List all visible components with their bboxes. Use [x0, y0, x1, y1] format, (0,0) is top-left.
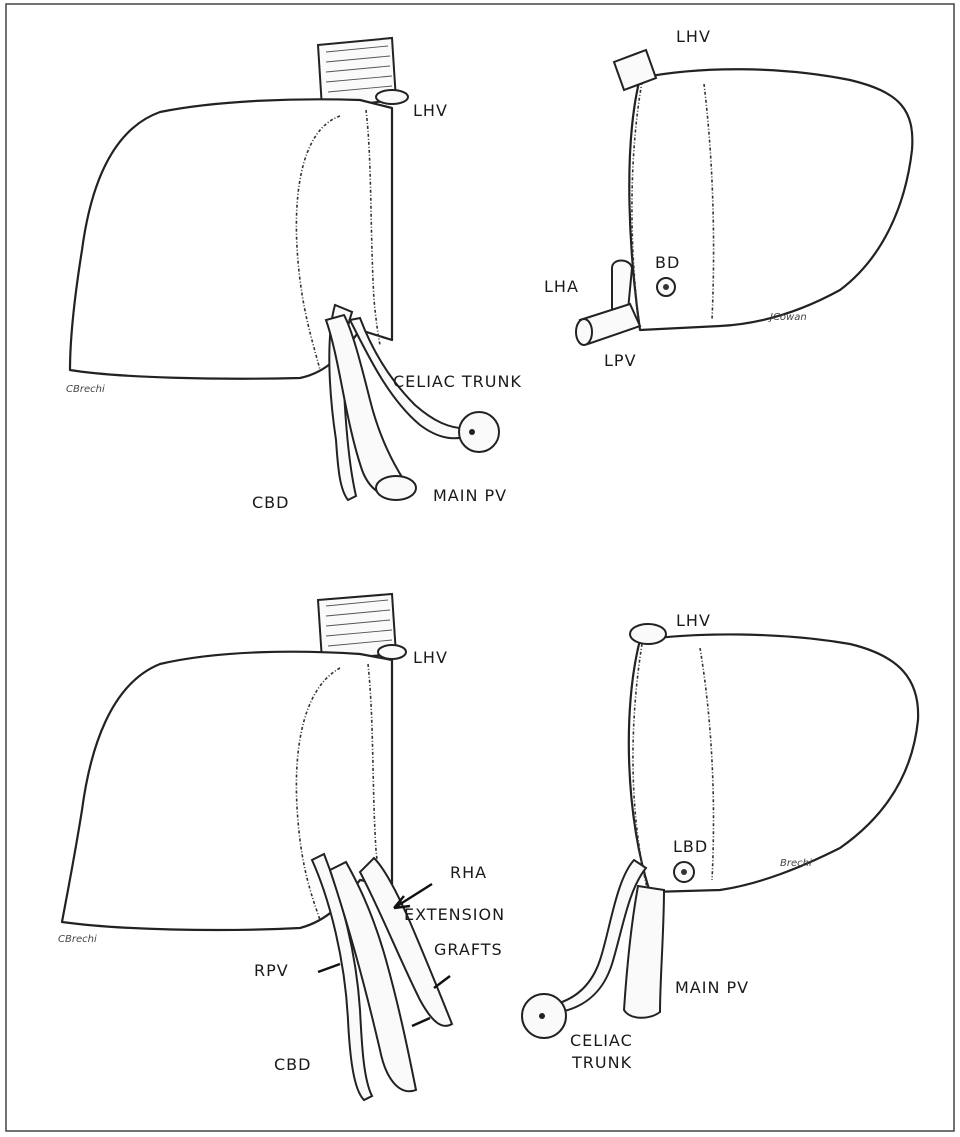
bl-label-cbd: CBD — [274, 1055, 311, 1074]
tr-label-lhv: LHV — [676, 27, 711, 46]
tl-label-cbd: CBD — [252, 493, 289, 512]
br-artist-signature: Brechi — [780, 858, 812, 869]
tr-label-lha: LHA — [544, 277, 579, 296]
bl-label-lhv: LHV — [413, 648, 448, 667]
tl-label-celiac-trunk: CELIAC TRUNK — [393, 372, 522, 391]
tr-label-bd: BD — [655, 253, 680, 272]
tr-bd-lumen — [663, 284, 669, 290]
tl-celiac-disc — [459, 412, 499, 452]
tr-label-lpv: LPV — [604, 351, 637, 370]
br-label-celiac: CELIAC — [570, 1031, 633, 1050]
tl-pv-lumen — [376, 476, 416, 500]
bl-label-extension: EXTENSION — [404, 905, 505, 924]
tr-lpv-lumen — [576, 319, 592, 345]
bl-label-rha: RHA — [450, 863, 487, 882]
tl-artist-signature: CBrechi — [66, 384, 105, 395]
br-lbd-lumen — [681, 869, 687, 875]
br-celiac-lumen — [539, 1013, 545, 1019]
tl-label-main-pv: MAIN PV — [433, 486, 507, 505]
tr-lha-vessel — [612, 261, 632, 311]
tl-label-lhv: LHV — [413, 101, 448, 120]
bl-label-rpv: RPV — [254, 961, 289, 980]
tl-lhv-clip — [376, 90, 408, 104]
br-label-lhv: LHV — [676, 611, 711, 630]
tl-celiac-lumen — [469, 429, 475, 435]
bl-label-grafts: GRAFTS — [434, 940, 503, 959]
br-label-lbd: LBD — [673, 837, 708, 856]
bl-artist-signature: CBrechi — [58, 934, 97, 945]
bl-lhv-clip — [378, 645, 406, 659]
br-lhv-stump — [630, 624, 666, 644]
tr-artist-signature: JCowan — [768, 312, 807, 323]
br-label-trunk: TRUNK — [571, 1053, 632, 1072]
br-label-main-pv: MAIN PV — [675, 978, 749, 997]
